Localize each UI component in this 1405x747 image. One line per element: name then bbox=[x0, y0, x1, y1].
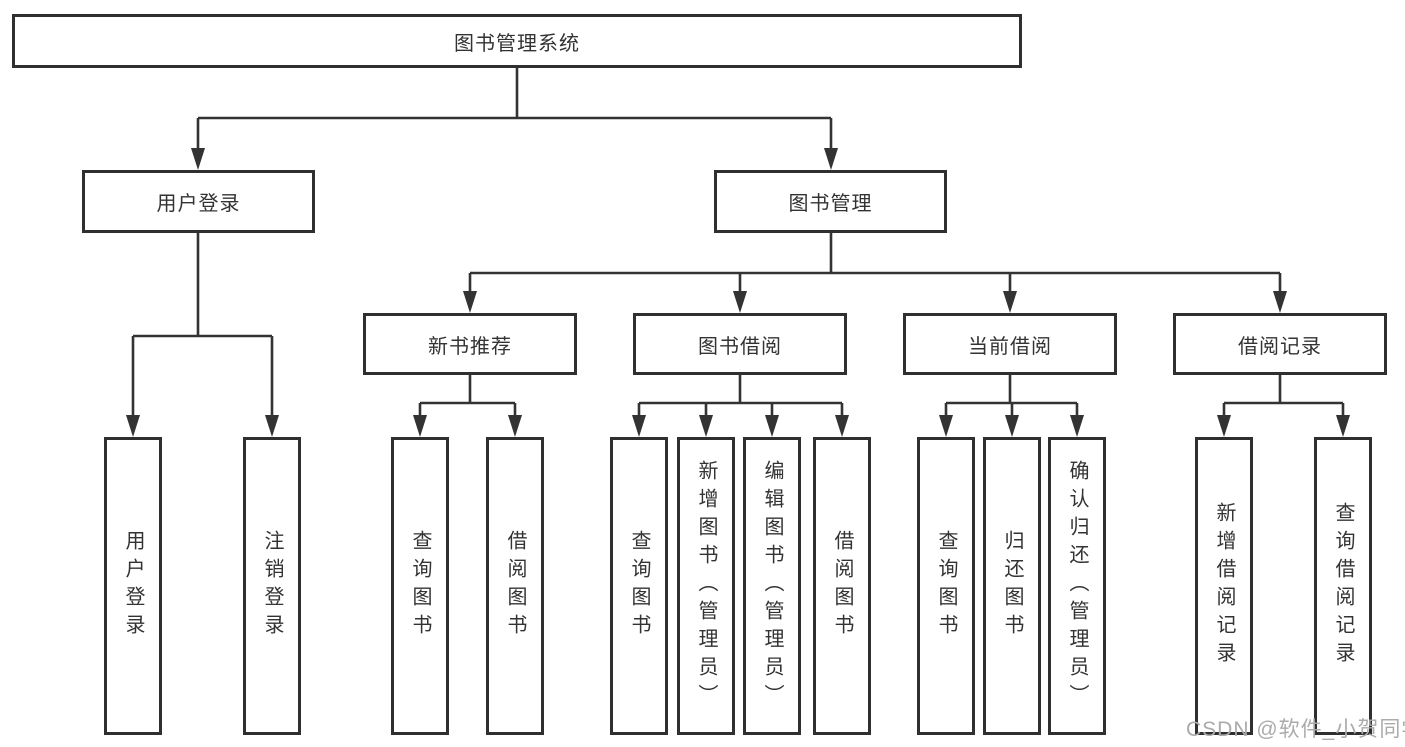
leaf-borrow-books-recommend: 借阅图书 bbox=[486, 437, 544, 735]
node-borrow-records: 借阅记录 bbox=[1173, 313, 1387, 375]
node-current-borrow: 当前借阅 bbox=[903, 313, 1117, 375]
node-book-borrow: 图书借阅 bbox=[633, 313, 847, 375]
leaf-user-login: 用户登录 bbox=[104, 437, 162, 735]
leaf-return-books: 归还图书 bbox=[983, 437, 1041, 735]
node-root-system: 图书管理系统 bbox=[12, 14, 1022, 68]
node-new-book-recommend: 新书推荐 bbox=[363, 313, 577, 375]
connector-book-borrow-branch bbox=[632, 375, 849, 437]
leaf-logout: 注销登录 bbox=[243, 437, 301, 735]
connector-book-management-branch bbox=[463, 233, 1287, 313]
connector-user-login-branch bbox=[126, 233, 279, 437]
node-book-management: 图书管理 bbox=[714, 170, 947, 233]
leaf-add-books-admin: 新增图书（管理员） bbox=[677, 437, 735, 735]
leaf-query-borrow-record: 查询借阅记录 bbox=[1314, 437, 1372, 735]
connector-borrow-records-branch bbox=[1217, 375, 1350, 437]
leaf-edit-books-admin: 编辑图书（管理员） bbox=[743, 437, 801, 735]
connector-new-book-branch bbox=[413, 375, 522, 437]
leaf-borrow-books: 借阅图书 bbox=[813, 437, 871, 735]
leaf-add-borrow-record: 新增借阅记录 bbox=[1195, 437, 1253, 735]
connector-root-branch bbox=[191, 68, 838, 170]
leaf-confirm-return-admin: 确认归还（管理员） bbox=[1048, 437, 1106, 735]
leaf-query-books-recommend: 查询图书 bbox=[391, 437, 449, 735]
leaf-query-books-borrow: 查询图书 bbox=[610, 437, 668, 735]
node-user-login: 用户登录 bbox=[82, 170, 315, 233]
connector-current-borrow-branch bbox=[939, 375, 1084, 437]
leaf-query-books-current: 查询图书 bbox=[917, 437, 975, 735]
csdn-watermark: CSDN @软件_小贺同学 bbox=[1186, 718, 1405, 741]
